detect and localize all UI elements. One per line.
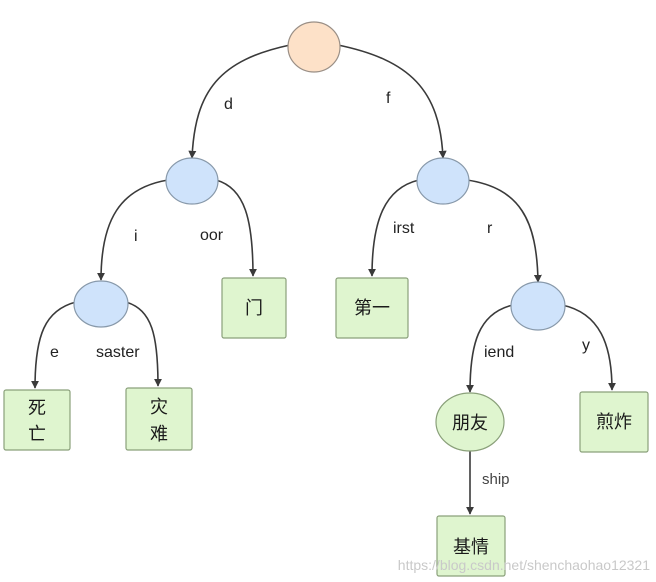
- edge-i-e: [31, 301, 77, 389]
- word-node-jianzha: [579, 391, 649, 453]
- edge-label-r: r: [487, 220, 493, 237]
- edge-label-saster: saster: [96, 344, 140, 361]
- edge-label-y: y: [582, 337, 590, 354]
- watermark-url: https://blog.csdn.net/shenchaohao12321: [398, 557, 650, 573]
- edge-i-saster: [125, 301, 162, 387]
- edge-d-i: [97, 179, 169, 281]
- edge-label-d: d: [224, 96, 233, 113]
- trie-node-f: [416, 157, 470, 205]
- word-label-jiqing: 基情: [453, 537, 489, 558]
- word-node-zainan: [125, 387, 193, 451]
- word-label-si: 死: [28, 398, 46, 419]
- word-label-zai: 灾: [150, 397, 168, 418]
- word-label-pengyou: 朋友: [452, 413, 488, 434]
- trie-node-d: [165, 157, 219, 205]
- word-label-jianzha: 煎炸: [596, 412, 632, 433]
- trie-node-fr: [510, 281, 566, 331]
- edge-label-f: f: [386, 90, 391, 107]
- edge-label-ship: ship: [482, 471, 510, 488]
- edge-root-f: [337, 44, 447, 159]
- word-node-men: [221, 277, 287, 339]
- edge-label-oor: oor: [200, 227, 224, 244]
- word-label-nan: 难: [150, 424, 168, 445]
- word-label-wang: 亡: [28, 424, 46, 445]
- word-node-diyi: [335, 277, 409, 339]
- trie-root-node: [287, 21, 341, 73]
- edge-f-r: [466, 179, 542, 283]
- word-label-diyi: 第一: [354, 298, 390, 319]
- edge-d-oor: [215, 179, 257, 277]
- edge-f-irst: [368, 179, 420, 277]
- edge-label-i: i: [134, 228, 138, 245]
- edge-label-iend: iend: [484, 344, 514, 361]
- edge-label-irst: irst: [393, 220, 415, 237]
- edge-label-e: e: [50, 344, 59, 361]
- edge-r-y: [561, 304, 616, 391]
- edge-root-d: [188, 44, 291, 159]
- word-label-men: 门: [245, 298, 263, 319]
- edge-r-iend: [466, 304, 514, 393]
- word-node-jiqing: [436, 515, 506, 577]
- trie-node-di: [73, 280, 129, 328]
- word-node-siwang: [3, 389, 71, 451]
- word-node-pengyou: [435, 392, 505, 452]
